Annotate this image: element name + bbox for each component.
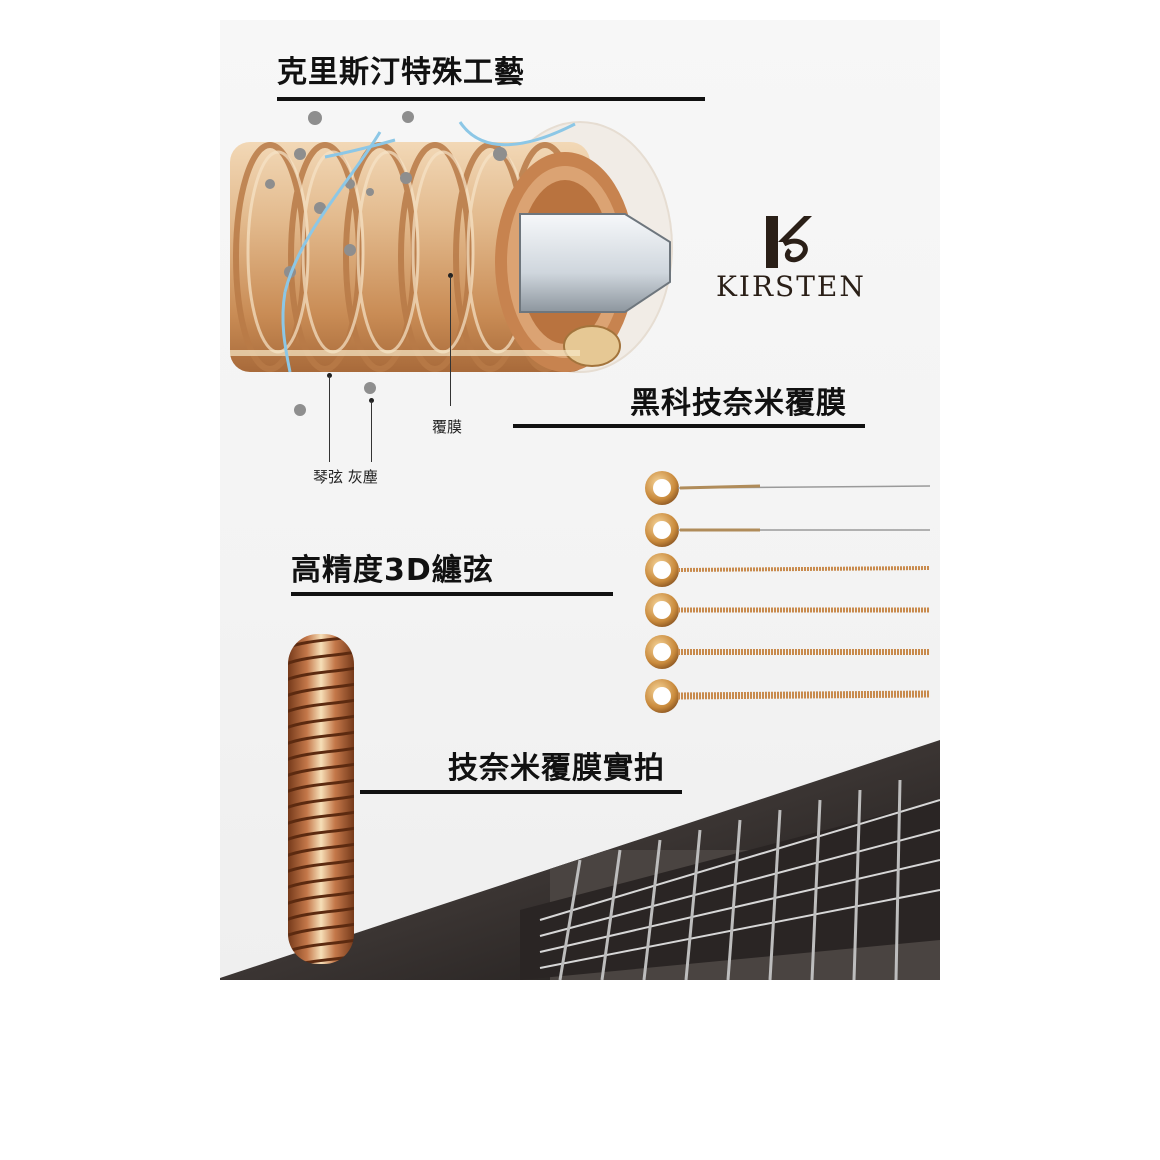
- ks-monogram-icon: [766, 216, 812, 268]
- leader-dot-string: [327, 373, 332, 378]
- rule-craft: [277, 97, 705, 101]
- strings-illustration: [645, 471, 931, 713]
- label-string-dust: 琴弦 灰塵: [313, 468, 378, 486]
- heading-coating: 黑科技奈米覆膜: [630, 386, 847, 421]
- leader-dot-dust: [369, 398, 374, 403]
- guitar-fretboard-photo: [220, 740, 940, 980]
- leader-dot-film: [448, 273, 453, 278]
- heading-winding: 高精度3D纏弦: [291, 553, 494, 588]
- brand-name: KIRSTEN: [716, 270, 866, 303]
- leader-film: [450, 276, 451, 406]
- coil-illustration: [230, 111, 673, 416]
- rule-winding: [291, 592, 613, 596]
- heading-craft: 克里斯汀特殊工藝: [277, 55, 525, 90]
- leader-string: [329, 376, 330, 462]
- wound-string-closeup: [288, 634, 354, 964]
- leader-dust: [371, 401, 372, 462]
- label-film: 覆膜: [432, 418, 463, 436]
- heading-photo: 技奈米覆膜實拍: [448, 751, 665, 786]
- rule-coating: [513, 424, 865, 428]
- rule-photo: [360, 790, 682, 794]
